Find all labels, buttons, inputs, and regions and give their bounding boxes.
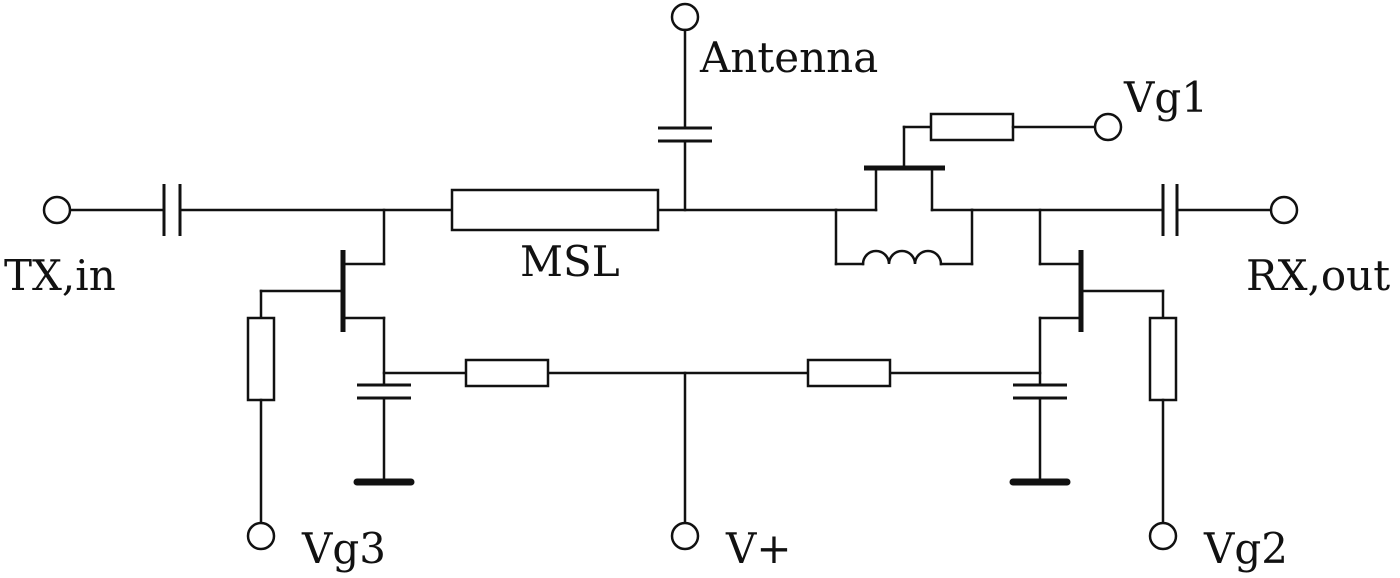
parallel-inductor (834, 208, 974, 266)
antenna-terminal (670, 2, 700, 32)
rx-out-terminal (1269, 195, 1299, 225)
vg3-bias-resistor (246, 316, 276, 402)
tx-in-terminal (42, 195, 72, 225)
tx-coupling-capacitor (162, 184, 182, 236)
tx-shunt-transistor (259, 208, 386, 387)
msl-transmission-line (450, 188, 660, 232)
right-bypass-capacitor (1013, 383, 1067, 484)
vg2-bias-resistor (1148, 316, 1178, 402)
supply-bias-line (382, 371, 1042, 524)
left-supply-resistor (464, 358, 550, 388)
tx-in-label: TX,in (4, 251, 116, 300)
right-supply-resistor (806, 358, 892, 388)
rx-out-label: RX,out (1246, 251, 1390, 300)
v-plus-terminal (670, 521, 700, 551)
vg1-terminal (1093, 112, 1123, 142)
vg2-label: Vg2 (1203, 524, 1288, 573)
vg2-terminal (1148, 521, 1178, 551)
series-switch-transistor (834, 125, 974, 212)
vg1-label: Vg1 (1123, 73, 1208, 122)
vg3-terminal (246, 521, 276, 551)
msl-label: MSL (520, 237, 620, 286)
rx-shunt-transistor (1038, 208, 1165, 387)
left-bypass-capacitor (357, 383, 411, 484)
vg3-label: Vg3 (301, 524, 386, 573)
v-plus-label: V+ (725, 524, 792, 573)
antenna-capacitor (658, 28, 712, 212)
vg1-bias-resistor (929, 112, 1015, 142)
rx-coupling-capacitor (1161, 184, 1179, 236)
antenna-label: Antenna (699, 33, 878, 82)
